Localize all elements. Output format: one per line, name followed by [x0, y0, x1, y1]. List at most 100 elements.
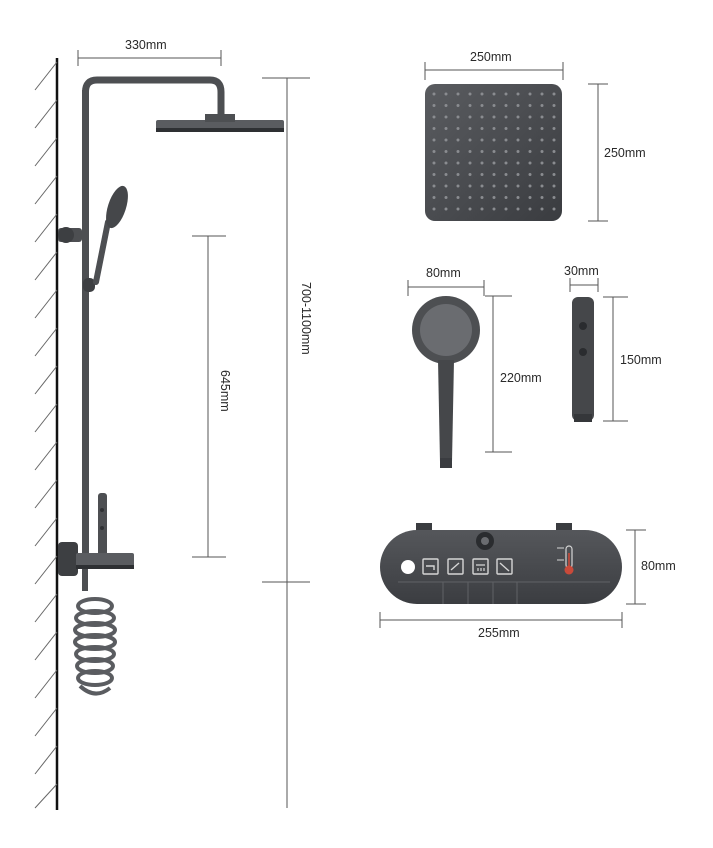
nozzle-dot [528, 138, 532, 142]
nozzle-dot [528, 184, 532, 188]
shower-column [58, 76, 284, 696]
nozzle-dot [444, 92, 448, 96]
nozzle-dot [504, 92, 508, 96]
shower-arm-width-label: 330mm [125, 38, 167, 52]
nozzle-dot [540, 138, 544, 142]
nozzle-dot [492, 115, 496, 119]
nozzle-dot [456, 127, 460, 130]
nozzle-dot [492, 127, 496, 130]
nozzle-dot [468, 138, 472, 142]
nozzle-dot [516, 115, 520, 119]
nozzle-dot [528, 161, 532, 165]
nozzle-dot [492, 104, 496, 107]
nozzle-dot [456, 196, 460, 199]
spout-icon [496, 558, 513, 575]
nozzle-dot [540, 207, 544, 211]
nozzle-dot [504, 207, 508, 211]
nozzle-dot [468, 207, 472, 211]
nozzle-dot [480, 196, 484, 199]
nozzle-dot [528, 173, 532, 176]
diverter-body [572, 297, 594, 422]
nozzle-dot [468, 115, 472, 119]
nozzle-dot [480, 161, 484, 165]
nozzle-dot [540, 127, 544, 130]
nozzle-dot [468, 196, 472, 199]
nozzle-dot [432, 92, 436, 96]
nozzle-dot [456, 92, 460, 96]
nozzle-dot [444, 173, 448, 176]
nozzle-dot [528, 104, 532, 107]
nozzle-dot [456, 115, 460, 119]
nozzle-dot [456, 150, 460, 153]
faucet-icon [422, 558, 439, 575]
handheld-dimension-lines [407, 280, 512, 453]
nozzle-dot [540, 150, 544, 153]
nozzle-dot [540, 115, 544, 119]
nozzle-dot [528, 207, 532, 211]
nozzle-dot [552, 92, 556, 96]
nozzle-dot [468, 150, 472, 153]
nozzle-dot [480, 127, 484, 130]
nozzle-dot [552, 127, 556, 130]
nozzle-dot [516, 184, 520, 188]
nozzle-dot [480, 92, 484, 96]
handheld-width-label: 80mm [426, 266, 461, 280]
nozzle-dot [468, 161, 472, 165]
nozzle-dot [504, 196, 508, 199]
nozzle-dot [444, 196, 448, 199]
nozzle-dot [492, 161, 496, 165]
nozzle-dot [504, 127, 508, 130]
rain-head-icon [472, 558, 489, 575]
nozzle-dot [468, 173, 472, 176]
nozzle-dot [456, 161, 460, 165]
nozzle-dot [480, 150, 484, 153]
head-height-label: 250mm [604, 146, 646, 160]
nozzle-dot [456, 138, 460, 142]
nozzle-dot [456, 207, 460, 211]
nozzle-dot [444, 104, 448, 107]
nozzle-dot [492, 150, 496, 153]
nozzle-dot [504, 138, 508, 142]
nozzle-dot [456, 173, 460, 176]
wall [34, 58, 59, 810]
rain-head-top-view [425, 84, 562, 221]
nozzle-dot [528, 150, 532, 153]
nozzle-dot [516, 207, 520, 211]
panel-width-label: 255mm [478, 626, 520, 640]
nozzle-dot [540, 173, 544, 176]
nozzle-dot [444, 184, 448, 188]
nozzle-dot [552, 138, 556, 142]
nozzle-dot [468, 92, 472, 96]
handheld-height-label: 220mm [500, 371, 542, 385]
nozzle-dot [492, 92, 496, 96]
nozzle-dot [552, 184, 556, 188]
nozzle-dot [444, 150, 448, 153]
nozzle-dot [528, 92, 532, 96]
nozzle-dot [432, 104, 436, 107]
nozzle-dot [492, 184, 496, 188]
nozzle-dot [504, 161, 508, 165]
nozzle-dot [444, 161, 448, 165]
nozzle-dot [504, 173, 508, 176]
nozzle-dot [516, 173, 520, 176]
nozzle-dot [528, 127, 532, 130]
nozzle-dot [456, 184, 460, 188]
nozzle-dot [516, 127, 520, 130]
adjustable-height-label: 700-1100mm [299, 282, 313, 355]
nozzle-dot [504, 150, 508, 153]
nozzle-dot [432, 127, 436, 130]
nozzle-dot [432, 207, 436, 211]
nozzle-dot [540, 92, 544, 96]
nozzle-dot [480, 184, 484, 188]
nozzle-dot [468, 104, 472, 107]
nozzle-dot [516, 161, 520, 165]
nozzle-dot [552, 196, 556, 199]
nozzle-dot [540, 104, 544, 107]
nozzle-dot [444, 127, 448, 130]
nozzle-dot [432, 196, 436, 199]
nozzle-dot [552, 161, 556, 165]
handheld-shower [412, 296, 480, 468]
nozzle-dot [504, 115, 508, 119]
nozzle-dot [432, 184, 436, 188]
